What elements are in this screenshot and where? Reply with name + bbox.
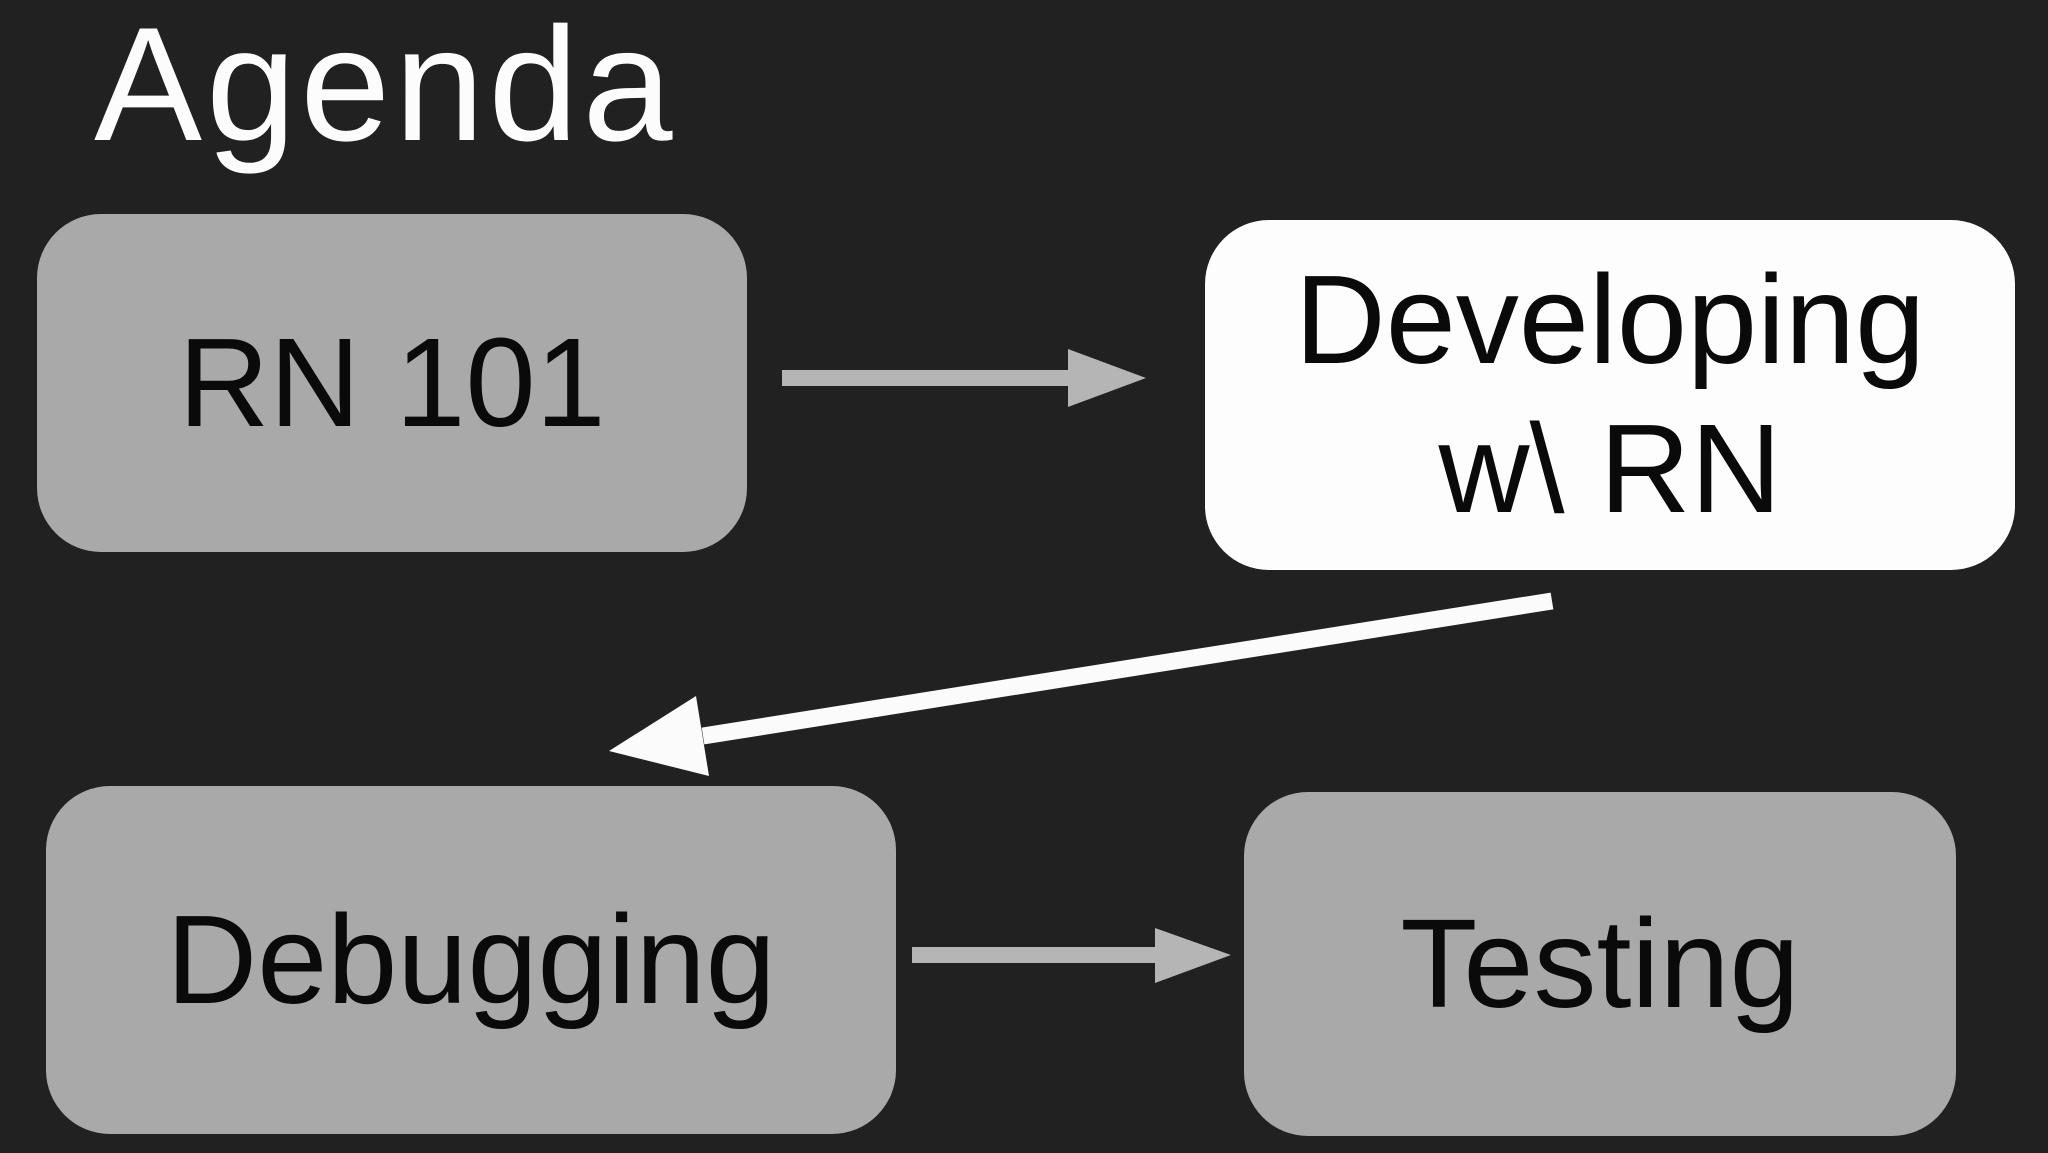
node-developing-label-line2: w\ RN [1438,398,1782,539]
slide-title: Agenda [94,0,677,175]
arrow-head [1155,928,1231,983]
arrow-shaft [782,370,1072,386]
node-debugging-label: Debugging [166,888,776,1030]
node-developing-label-line1: Developing [1294,249,1926,391]
arrow-rn101-to-developing-icon [782,349,1146,407]
arrow-shaft [912,947,1157,963]
node-testing-label: Testing [1400,892,1800,1034]
node-rn-101-label: RN 101 [178,311,606,453]
arrow-debugging-to-testing-icon [912,928,1231,983]
arrow-head [1068,349,1146,407]
arrow-shaft [701,592,1554,745]
node-testing: Testing [1244,792,1956,1136]
node-debugging: Debugging [46,786,896,1134]
arrow-developing-to-debugging-icon [609,592,1554,776]
node-developing-w-rn: Developing w\ RN [1205,220,2015,570]
node-rn-101: RN 101 [37,214,747,552]
arrow-head [609,696,709,776]
